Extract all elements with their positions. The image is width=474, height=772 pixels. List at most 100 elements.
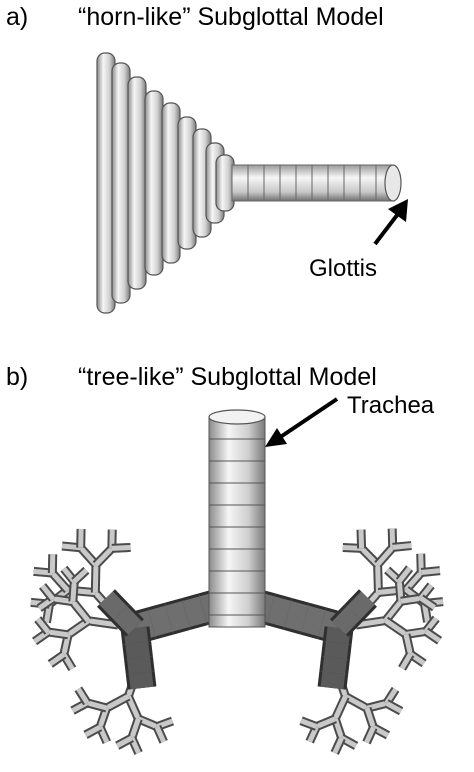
left-lower-bronchus-segment [127, 656, 152, 675]
right-bronchus-segment [301, 605, 326, 637]
right-bronchus-segment [267, 596, 292, 628]
horn-rings [96, 52, 235, 314]
horn-tube-segment [295, 164, 313, 202]
bronchiole-highlight [129, 718, 141, 739]
bronchiole-highlight [300, 718, 318, 729]
bronchiole-highlight [94, 546, 114, 567]
bronchiole-highlight [384, 618, 408, 637]
right-upper-bronchus-segment [346, 591, 375, 620]
left-bronchus-segment [182, 596, 207, 628]
trachea-ring [208, 614, 266, 628]
right-lower-bronchus-segment [322, 656, 347, 675]
bronchiole-highlight [375, 564, 381, 593]
trachea-ring [208, 504, 266, 528]
bronchiole-highlight [40, 584, 55, 601]
bronchiole-highlight [364, 707, 376, 729]
trachea-ring [208, 526, 266, 550]
bronchiole-highlight [421, 603, 431, 623]
bronchiole-highlight [47, 629, 69, 638]
bronchiole-highlight [364, 726, 376, 744]
bronchiole-highlight [332, 736, 344, 755]
trachea-top [208, 409, 266, 425]
bronchiole-highlight [76, 687, 90, 705]
trachea-ring [208, 570, 266, 594]
trachea-ring [208, 548, 266, 572]
trachea-arrow [265, 397, 339, 447]
bronchiole-highlight [399, 652, 413, 670]
trachea-ring [208, 482, 266, 506]
trachea-tube [208, 409, 266, 628]
horn-tube-segment [231, 164, 249, 202]
horn-tube-end [384, 164, 402, 202]
glottis-label: Glottis [309, 255, 378, 282]
bronchiole-highlight [72, 568, 89, 584]
panel-b-title: “tree-like” Subglottal Model [78, 363, 377, 391]
bronchiole-highlight [403, 633, 413, 655]
horn-model [96, 52, 402, 314]
panel-a-title: “horn-like” Subglottal Model [78, 3, 384, 31]
horn-ring [144, 90, 164, 276]
bronchiole-highlight [375, 545, 395, 567]
tree-model [30, 409, 444, 755]
bronchiole-highlight [424, 629, 441, 643]
bronchiole-highlight [358, 529, 365, 549]
left-bronchus-segment [165, 600, 190, 632]
horn-ring [215, 154, 235, 212]
bronchiole-highlight [154, 725, 166, 743]
left-bronchus-segment [148, 605, 173, 637]
horn-tube-segment [279, 164, 297, 202]
trachea-ring [208, 460, 266, 484]
bronchiole-highlight [315, 716, 337, 729]
bronchiole-highlight [400, 595, 422, 604]
bronchiole-highlight [397, 566, 412, 583]
right-bronchus-segment [284, 600, 309, 632]
left-lower-bronchus-segment [123, 626, 149, 645]
bronchiole-highlight [105, 694, 130, 711]
glottis-arrow [373, 199, 408, 246]
trachea-ring [208, 592, 266, 616]
bronchiole-highlight [92, 564, 99, 593]
right-bronchus-segment [318, 610, 343, 642]
left-upper-bronchus-segment [113, 606, 142, 635]
bronchiole-highlight [48, 652, 66, 667]
bronchiole-highlight [419, 596, 436, 610]
bronchiole-highlight [70, 581, 77, 602]
bronchiole-highlight [385, 701, 403, 714]
horn-tube-segment [311, 164, 329, 202]
horn-ring [161, 102, 181, 264]
left-upper-bronchus-segment [99, 591, 128, 620]
bronchiole-highlight [421, 568, 441, 575]
right-upper-bronchus-segment [332, 606, 361, 635]
left-bronchus-segment [131, 610, 156, 642]
bronchiole-highlight [86, 700, 108, 711]
horn-ring [111, 62, 131, 304]
bronchiole-highlight [50, 571, 70, 592]
bronchiole-highlight [332, 695, 348, 720]
bronchiole-highlight [116, 735, 134, 748]
horn-tube [231, 164, 402, 202]
horn-tube-segment [359, 164, 377, 202]
bronchiole-highlight [111, 544, 131, 551]
right-lower-bronchus-segment [324, 641, 349, 660]
trachea-ring [208, 438, 266, 462]
left-lower-bronchus-segment [125, 641, 150, 660]
bronchiole-highlight [87, 618, 119, 628]
bronchiole-highlight [35, 617, 51, 634]
bronchiole-highlight [84, 724, 102, 738]
panel-b-label: b) [6, 363, 29, 391]
horn-tube-segment [327, 164, 345, 202]
left-lower-bronchus-segment [128, 671, 154, 690]
horn-tube-segment [263, 164, 281, 202]
right-lower-bronchus-segment [325, 626, 351, 645]
bronchiole-highlight [355, 618, 387, 628]
bronchial-branches [30, 528, 444, 755]
bronchiole-highlight [392, 543, 412, 550]
trachea-label: Trachea [347, 392, 435, 419]
right-lower-bronchus-segment [320, 671, 346, 690]
panel-a-label: a) [6, 3, 29, 31]
horn-tube-segment [343, 164, 361, 202]
horn-tube-segment [247, 164, 265, 202]
horn-ring [127, 76, 147, 290]
bronchiole-highlight [70, 600, 91, 623]
